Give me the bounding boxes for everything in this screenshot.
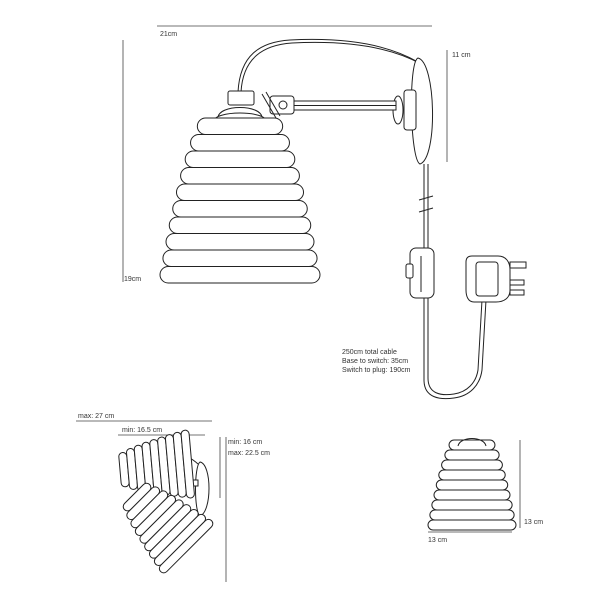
total-height-label: 19cm (124, 276, 141, 283)
width-dimension-label: 21cm (160, 31, 177, 38)
lampholder (227, 90, 255, 106)
shade-rib (168, 216, 312, 234)
shade-rib (184, 150, 296, 168)
reach-min-label: min: 16.5 cm (122, 427, 162, 434)
backplate-height-label: 11 cm (452, 52, 471, 59)
wall-backplate (410, 57, 433, 165)
shade-rib (427, 519, 517, 531)
reach-max-label: max: 27 cm (78, 413, 114, 420)
shade-width-label: 13 cm (428, 537, 447, 544)
articulation-backplate (195, 461, 210, 517)
shade-rib (429, 509, 515, 521)
tilted-shade-lowered (122, 482, 214, 574)
shade-rib (433, 489, 511, 501)
shade-rib (448, 439, 496, 451)
shade-top-cap (457, 438, 487, 447)
beehive-shade (159, 117, 321, 284)
shade-rib (441, 459, 503, 471)
articulation-view (118, 429, 214, 574)
shade-rib (435, 479, 509, 491)
shade-rib (159, 266, 321, 284)
shade-rib (165, 233, 315, 251)
shade-rib (172, 200, 308, 218)
shade-rib (180, 429, 195, 499)
inline-switch (409, 247, 435, 299)
cable-note-base-to-switch: Base to switch: 35cm (342, 358, 408, 365)
shade-rib (444, 449, 500, 461)
cable-note-switch-to-plug: Switch to plug: 190cm (342, 367, 411, 374)
shade-rib (180, 167, 300, 185)
shade-rib (190, 134, 290, 152)
shade-rib (438, 469, 506, 481)
shade-rib (175, 183, 305, 201)
shade-rib (431, 499, 513, 511)
height-max-label: max: 22.5 cm (228, 450, 270, 457)
shade-rib (162, 249, 318, 267)
dimension-lines (76, 25, 521, 582)
cable-note-total: 250cm total cable (342, 349, 397, 356)
shade-rib (158, 518, 214, 574)
shade-rib (196, 117, 284, 135)
main-lamp-illustration (159, 38, 527, 400)
cable-notes: 250cm total cable Base to switch: 35cm S… (342, 349, 411, 374)
shade-height-label: 13 cm (524, 519, 543, 526)
height-min-label: min: 16 cm (228, 439, 262, 446)
shade-elevation (427, 438, 517, 531)
